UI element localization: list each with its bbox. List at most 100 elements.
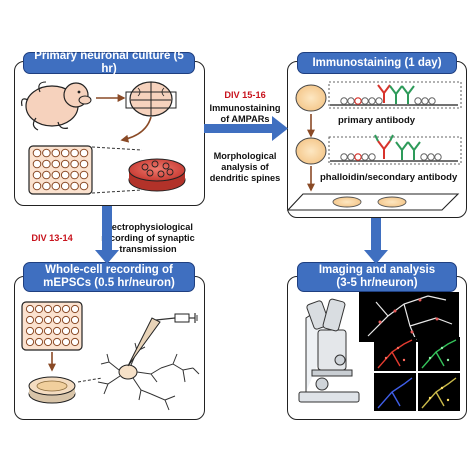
well <box>42 159 51 169</box>
antibody-icon-bottom <box>340 134 442 161</box>
merged-stain-image <box>418 373 460 411</box>
panel-title-imaging: Imaging and analysis (3-5 hr/neuron) <box>297 262 457 292</box>
well <box>42 170 51 180</box>
well <box>52 304 62 314</box>
well <box>70 326 80 336</box>
well <box>32 181 42 191</box>
primary-antibody-label: primary antibody <box>338 115 416 126</box>
well <box>43 326 53 336</box>
zoom-box-bottom <box>328 136 462 165</box>
well <box>79 148 89 158</box>
panel-title-immuno: Immunostaining (1 day) <box>297 52 457 74</box>
well <box>34 304 44 314</box>
well <box>25 304 35 314</box>
antibody-icon-top <box>340 84 436 105</box>
imaging-title-line2: (3-5 hr/neuron) <box>336 277 418 289</box>
well <box>32 170 42 180</box>
arrow-immuno-to-imaging <box>364 218 388 264</box>
panel-title-recording: Whole-cell recording of mEPSCs (0.5 hr/n… <box>23 262 195 292</box>
coverslip-cell-icon-top <box>295 84 327 112</box>
arrow-culture-to-immuno <box>204 116 288 141</box>
embryo-icon <box>21 81 92 131</box>
well <box>61 326 71 336</box>
well <box>51 181 61 191</box>
div-13-14-label: DIV 13-14 <box>31 233 73 243</box>
well <box>25 337 35 347</box>
well <box>43 337 53 347</box>
well <box>34 315 44 325</box>
well <box>34 326 44 336</box>
well <box>52 337 62 347</box>
zoom-line-bottom <box>91 189 143 194</box>
well <box>70 170 79 180</box>
ampar-note-line2: of AMPARs <box>220 114 270 124</box>
neuron-icon <box>97 342 200 411</box>
well <box>70 148 79 158</box>
recording-title-line1: Whole-cell recording of <box>45 264 173 276</box>
morph-note-line1: Morphological <box>213 151 277 161</box>
well <box>70 304 80 314</box>
morphological-analysis-note: Morphological analysis of dendritic spin… <box>203 151 287 184</box>
well <box>61 315 71 325</box>
recording-pipette-icon <box>127 313 198 367</box>
green-stain-image <box>418 337 460 371</box>
immunostaining-ampar-note: Immunostaining of AMPARs <box>203 103 287 125</box>
ampar-note-line1: Immunostaining <box>209 103 281 113</box>
arrow-culture-to-recording <box>95 206 119 264</box>
zoom-line-recording <box>77 377 103 383</box>
well <box>32 148 42 158</box>
well <box>32 159 42 169</box>
zoom-line-top <box>91 146 143 151</box>
ephys-note-line1: Electrophysiological <box>103 222 193 232</box>
well <box>43 315 53 325</box>
red-stain-image <box>374 337 416 371</box>
slide-icon <box>286 193 460 211</box>
well <box>25 326 35 336</box>
imaging-title-line1: Imaging and analysis <box>318 264 436 276</box>
well <box>79 181 89 191</box>
well <box>34 337 44 347</box>
microscope-icon <box>298 298 360 403</box>
well <box>43 304 53 314</box>
electrophysiology-note: Electrophysiological recording of synapt… <box>88 222 208 255</box>
well <box>70 159 79 169</box>
morph-note-line2: analysis of <box>221 162 269 172</box>
well <box>79 170 89 180</box>
well <box>52 315 62 325</box>
arrow-brain-to-plate <box>120 116 152 143</box>
ephys-note-line2: recording of synaptic <box>101 233 195 243</box>
well <box>61 304 71 314</box>
well <box>70 337 80 347</box>
recording-title-line2: mEPSCs (0.5 hr/neuron) <box>43 277 175 289</box>
well-plate-icon <box>28 145 93 195</box>
culture-dish-icon <box>128 158 186 192</box>
immuno-title-text: Immunostaining (1 day) <box>312 56 442 69</box>
panel-title-culture: Primary neuronal culture (5 hr) <box>23 50 195 75</box>
morph-note-line3: dendritic spines <box>209 173 281 183</box>
culture-title-text: Primary neuronal culture (5 hr) <box>34 50 184 75</box>
well <box>51 159 61 169</box>
well <box>42 181 51 191</box>
well <box>61 337 71 347</box>
ephys-note-line3: transmission <box>119 244 177 254</box>
well <box>60 170 70 180</box>
well <box>60 159 70 169</box>
well <box>60 148 70 158</box>
well-plate-icon-recording <box>21 301 83 351</box>
dendrite-image-panel <box>359 292 459 342</box>
well <box>70 181 79 191</box>
well <box>60 181 70 191</box>
blue-stain-image <box>374 373 416 411</box>
brain-icon <box>125 81 177 117</box>
div-15-16-label: DIV 15-16 <box>224 90 266 100</box>
well <box>25 315 35 325</box>
well <box>52 326 62 336</box>
coverslip-cell-icon-bottom <box>295 137 327 165</box>
well <box>51 148 61 158</box>
well <box>70 315 80 325</box>
well <box>79 159 89 169</box>
well <box>51 170 61 180</box>
zoom-box-top <box>328 81 462 109</box>
